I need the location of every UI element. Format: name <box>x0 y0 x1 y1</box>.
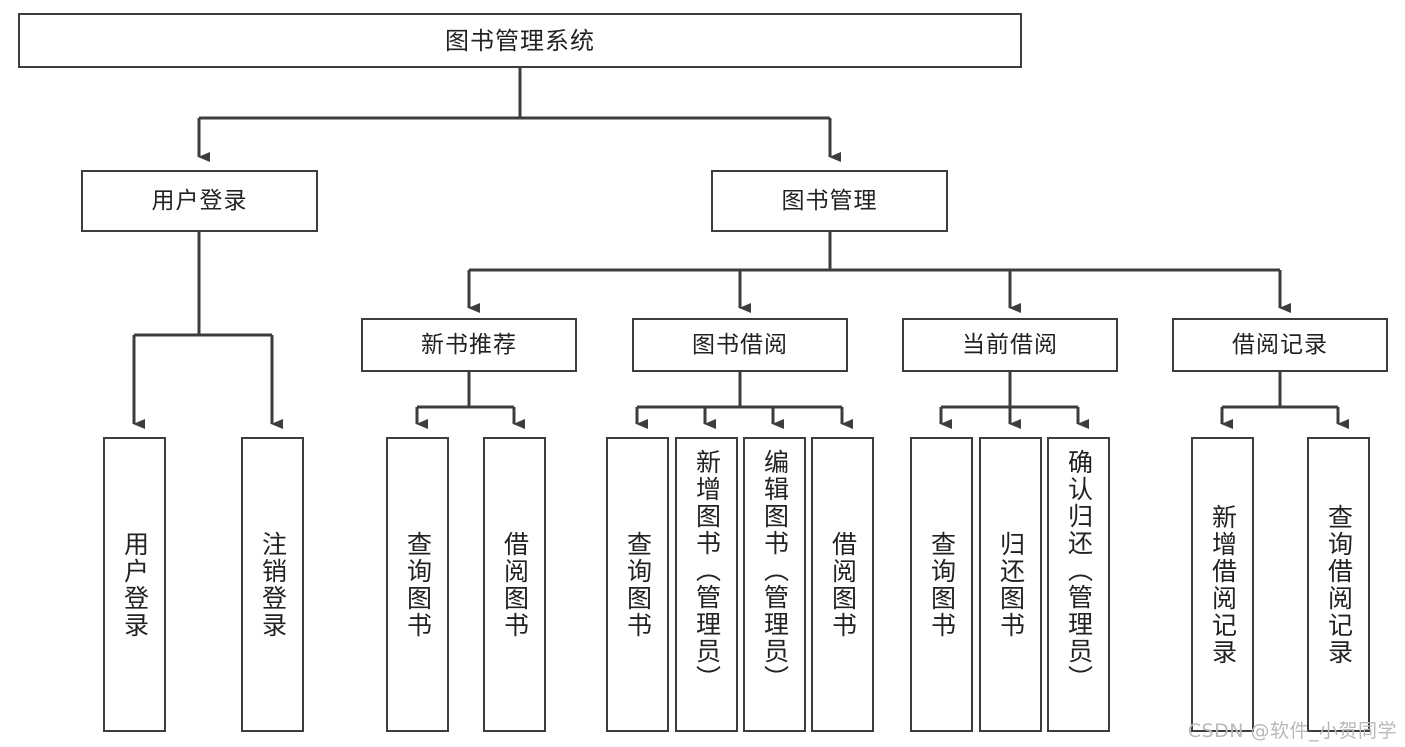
node-label: 查询图书 <box>927 530 957 639</box>
node-root-library-system[interactable]: 图书管理系统 <box>18 13 1022 68</box>
leaf-user-login-logout[interactable]: 注销登录 <box>241 437 304 732</box>
node-label: 用户登录 <box>151 187 248 214</box>
leaf-book-borrow-edit-book[interactable]: 编辑图书（管理员） <box>743 437 806 732</box>
node-label: 注销登录 <box>258 530 288 639</box>
node-new-book-recommend[interactable]: 新书推荐 <box>361 318 577 372</box>
node-label: 确认归还（管理员） <box>1064 449 1094 692</box>
node-label: 编辑图书（管理员） <box>760 449 790 692</box>
node-label: 新增借阅记录 <box>1208 503 1238 666</box>
leaf-current-borrow-return-book[interactable]: 归还图书 <box>979 437 1042 732</box>
leaf-borrow-record-add-record[interactable]: 新增借阅记录 <box>1191 437 1254 732</box>
leaf-borrow-record-query-record[interactable]: 查询借阅记录 <box>1307 437 1370 732</box>
node-label: 当前借阅 <box>962 331 1058 358</box>
node-label: 新增图书（管理员） <box>692 449 722 692</box>
leaf-current-borrow-query-book[interactable]: 查询图书 <box>910 437 973 732</box>
node-label: 查询图书 <box>623 530 653 639</box>
node-label: 借阅记录 <box>1232 331 1328 358</box>
node-label: 查询借阅记录 <box>1324 503 1354 666</box>
node-borrow-record[interactable]: 借阅记录 <box>1172 318 1388 372</box>
node-label: 用户登录 <box>120 530 150 639</box>
node-label: 图书管理系统 <box>445 26 595 55</box>
leaf-current-borrow-confirm-return[interactable]: 确认归还（管理员） <box>1047 437 1110 732</box>
leaf-book-borrow-add-book[interactable]: 新增图书（管理员） <box>675 437 738 732</box>
node-label: 图书借阅 <box>692 331 788 358</box>
node-label: 借阅图书 <box>828 530 858 639</box>
node-label: 借阅图书 <box>500 530 530 639</box>
node-label: 归还图书 <box>996 530 1026 639</box>
leaf-book-borrow-borrow-book[interactable]: 借阅图书 <box>811 437 874 732</box>
leaf-user-login-login[interactable]: 用户登录 <box>103 437 166 732</box>
node-label: 图书管理 <box>781 187 878 214</box>
node-label: 新书推荐 <box>421 331 517 358</box>
node-label: 查询图书 <box>403 530 433 639</box>
node-book-borrow[interactable]: 图书借阅 <box>632 318 848 372</box>
leaf-new-book-borrow-book[interactable]: 借阅图书 <box>483 437 546 732</box>
node-book-management[interactable]: 图书管理 <box>711 170 948 232</box>
node-user-login[interactable]: 用户登录 <box>81 170 318 232</box>
node-current-borrow[interactable]: 当前借阅 <box>902 318 1118 372</box>
leaf-book-borrow-query-book[interactable]: 查询图书 <box>606 437 669 732</box>
leaf-new-book-query-book[interactable]: 查询图书 <box>386 437 449 732</box>
